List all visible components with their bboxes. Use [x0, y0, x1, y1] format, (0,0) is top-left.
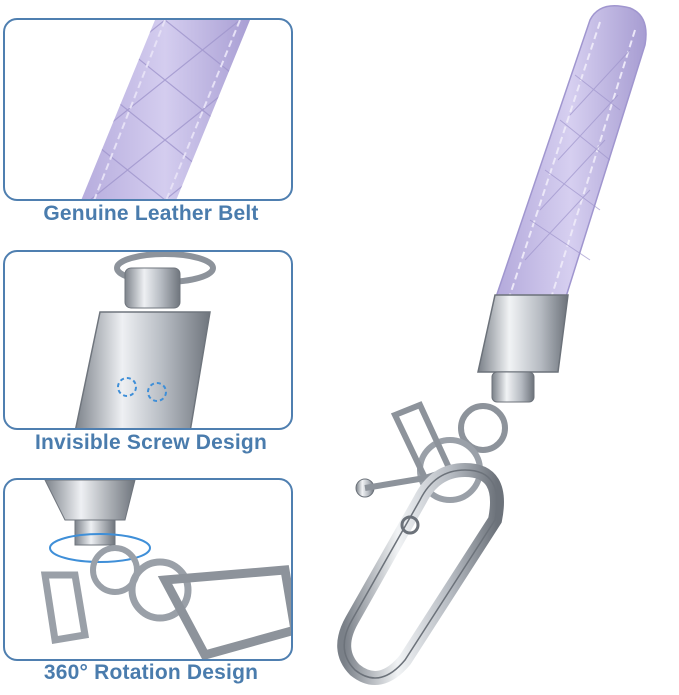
- keychain-product-image: [337, 5, 647, 685]
- rotation-closeup-image: [40, 480, 291, 659]
- feature-panel-screw: [3, 250, 293, 430]
- invisible-screw-closeup-image: [75, 252, 216, 428]
- caption-invisible-screw: Invisible Screw Design: [35, 431, 267, 454]
- caption-rotation: 360° Rotation Design: [43, 661, 259, 684]
- caption-leather-belt: Genuine Leather Belt: [43, 202, 259, 225]
- leather-belt-closeup-image: [80, 20, 250, 199]
- feature-panel-leather: [3, 18, 293, 201]
- feature-panel-rotation: [3, 478, 293, 661]
